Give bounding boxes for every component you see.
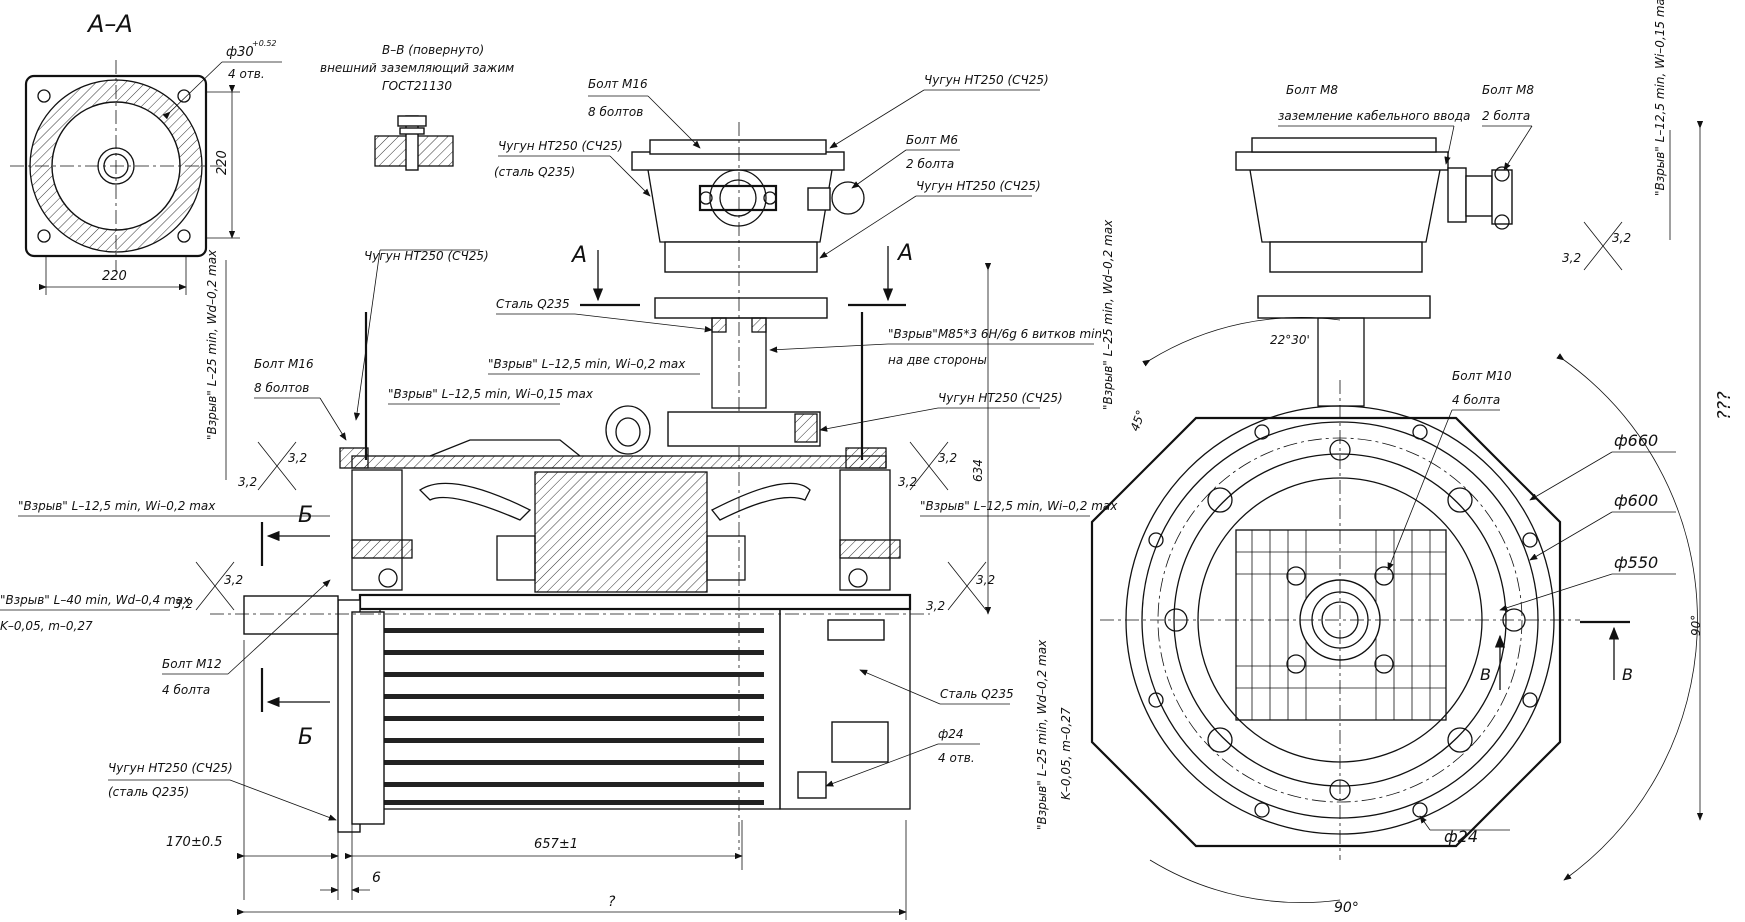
aa-hole-tol: +0.52 <box>252 39 277 48</box>
callout-cast-top2-steel: (сталь Q235) <box>494 165 575 179</box>
callout-bolt-m16-left-n: 8 болтов <box>254 381 309 395</box>
section-aa-view: А–А 220 220 ф30 +0.52 4 отв. <box>10 10 282 295</box>
end-view-callouts: Болт М8 заземление кабельного ввода Болт… <box>1128 0 1735 916</box>
top-callouts: Болт М16 8 болтов Чугун НТ250 (СЧ25) Чуг… <box>494 73 1118 830</box>
callout-vzryv-vert-25-bottom-b: K–0,05, m–0,27 <box>1059 707 1073 800</box>
callout-steel-shaft: Сталь Q235 <box>496 297 570 311</box>
rough-8: 3,2 <box>926 599 945 613</box>
bb-title: В–В (повернуто) <box>382 43 484 57</box>
dia-550: ф550 <box>1614 553 1658 572</box>
callout-bolt-m6-n: 2 болта <box>906 157 954 171</box>
callout-bolt-m16-top: Болт М16 <box>588 77 648 91</box>
callout-bolt-m10-n: 4 болта <box>1452 393 1500 407</box>
cooling-fins <box>384 628 764 805</box>
len-657: 657±1 <box>534 837 578 852</box>
section-bb-view: В–В (повернуто) внешний заземляющий зажи… <box>320 43 514 171</box>
callout-bolt-m8-b: Болт М8 <box>1482 83 1534 97</box>
aa-height-dim: 220 <box>215 150 230 175</box>
len-total: ? <box>608 894 616 910</box>
rough-6: 3,2 <box>898 475 917 489</box>
callout-bolt-m8-a-desc: заземление кабельного ввода <box>1278 109 1470 123</box>
rough-9: 3,2 <box>1612 231 1631 245</box>
callout-bolt-m12: Болт М12 <box>162 657 222 671</box>
dia-24-hole: ф24 <box>1444 827 1478 846</box>
callout-bolt-m10: Болт М10 <box>1452 369 1512 383</box>
callout-thread-b: на две стороны <box>888 353 987 367</box>
aa-hole-dim: ф30 <box>226 45 254 60</box>
len-170: 170±0.5 <box>166 835 222 850</box>
cut-markers: А А Б Б <box>260 241 913 750</box>
fan-grille <box>1235 529 1447 721</box>
cut-a-right: А <box>896 241 913 266</box>
callout-cast-top2: Чугун НТ250 (СЧ25) <box>498 139 623 153</box>
callout-bolt-m16-left: Болт М16 <box>254 357 314 371</box>
rough-7: 3,2 <box>976 573 995 587</box>
callout-bolt-m8-b-n: 2 болта <box>1482 109 1530 123</box>
angle-90-bottom: 90° <box>1334 900 1359 916</box>
callout-vzryv-vert-25: "Взрыв" L–25 min, Wd–0,2 max <box>1101 219 1115 410</box>
dia-600: ф600 <box>1614 491 1658 510</box>
cut-b-top: Б <box>298 503 313 528</box>
aa-holes-count: 4 отв. <box>228 67 265 81</box>
motor-end-view <box>1090 137 1580 860</box>
aa-width-dim: 220 <box>102 269 127 284</box>
callout-vzryv-far-right: "Взрыв" L–12,5 min, Wi–0,15 max <box>1653 0 1667 196</box>
section-aa-label: А–А <box>86 10 133 38</box>
callout-vzryv-left-25: "Взрыв" L–25 min, Wd–0,2 max <box>205 249 219 440</box>
angle-90-right: 90° <box>1689 615 1703 636</box>
rough-1: 3,2 <box>288 451 307 465</box>
callout-vzryv-left-40-b: K–0,05, m–0,27 <box>0 619 93 633</box>
callout-cast-top3: Чугун НТ250 (СЧ25) <box>916 179 1041 193</box>
rough-5: 3,2 <box>938 451 957 465</box>
callout-steel-right: Сталь Q235 <box>940 687 1014 701</box>
callout-vzryv-vert-25-bottom: "Взрыв" L–25 min, Wd–0,2 max <box>1035 639 1049 830</box>
callout-vzryv-left-125: "Взрыв" L–12,5 min, Wi–0,2 max <box>18 499 216 513</box>
callout-cast-top1: Чугун НТ250 (СЧ25) <box>924 73 1049 87</box>
cut-b-bottom: Б <box>298 725 313 750</box>
roughness-mark: 3,2 3,2 <box>898 441 957 491</box>
dia-660: ф660 <box>1614 431 1658 450</box>
angle-45: 45° <box>1128 408 1148 433</box>
bb-sub1: внешний заземляющий зажим <box>320 61 514 75</box>
roughness-mark: 3,2 3,2 <box>174 561 243 611</box>
callout-cast-left: Чугун НТ250 (СЧ25) <box>364 249 489 263</box>
bottom-dimensions: 170±0.5 657±1 6 ? <box>166 640 907 920</box>
holes-24-count: 4 отв. <box>938 751 975 765</box>
holes-24-dim: ф24 <box>938 727 964 741</box>
roughness-mark: 3,2 3,2 <box>238 441 307 491</box>
callout-cast-bottom-steel: (сталь Q235) <box>108 785 189 799</box>
callout-vzryv-125: "Взрыв" L–12,5 min, Wi–0,2 max <box>488 357 686 371</box>
cut-v-left: В <box>1480 665 1491 684</box>
cut-a-left: А <box>570 243 587 268</box>
callout-bolt-m8-a: Болт М8 <box>1286 83 1338 97</box>
rough-2: 3,2 <box>238 475 257 489</box>
callout-vzryv-left-40: "Взрыв" L–40 min, Wd–0,4 max <box>0 593 191 607</box>
callout-cast-bottom: Чугун НТ250 (СЧ25) <box>108 761 233 775</box>
callout-thread: "Взрыв"М85*3 6Н/6g 6 витков min <box>888 327 1102 341</box>
rough-4: 3,2 <box>174 597 193 611</box>
callout-bolt-m16-top-n: 8 болтов <box>588 105 643 119</box>
callout-cast-right: Чугун НТ250 (СЧ25) <box>938 391 1063 405</box>
height-unknown: ??? <box>1714 391 1735 420</box>
callout-vzryv-right-125: "Взрыв" L–12,5 min, Wi–0,2 max <box>920 499 1118 513</box>
bb-sub2: ГОСТ21130 <box>382 79 452 93</box>
left-callouts: Чугун НТ250 (СЧ25) Сталь Q235 "Взрыв" L–… <box>0 249 713 821</box>
callout-vzryv-015: "Взрыв" L–12,5 min, Wi–0,15 max <box>388 387 594 401</box>
cut-v-right: В <box>1622 665 1633 684</box>
rough-3: 3,2 <box>224 573 243 587</box>
angle-22: 22°30' <box>1270 333 1310 347</box>
callout-bolt-m6: Болт М6 <box>906 133 958 147</box>
roughness-mark: 3,2 3,2 <box>1562 221 1631 271</box>
rough-10: 3,2 <box>1562 251 1581 265</box>
motor-side-view <box>210 122 930 850</box>
roughness-mark: 3,2 3,2 <box>926 561 995 613</box>
height-634: 634 <box>971 459 985 482</box>
callout-bolt-m12-n: 4 болта <box>162 683 210 697</box>
len-6: 6 <box>372 870 381 886</box>
